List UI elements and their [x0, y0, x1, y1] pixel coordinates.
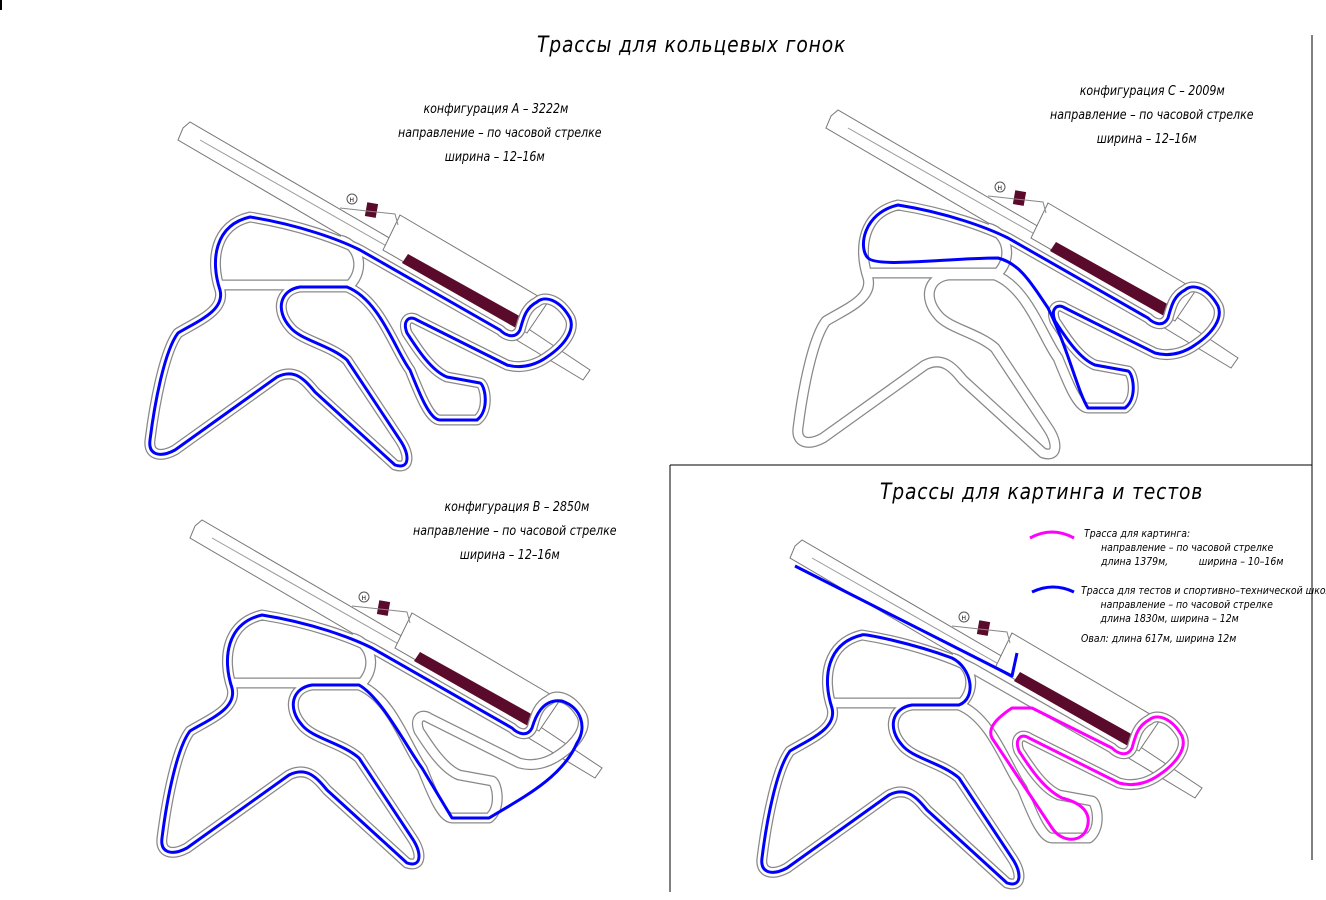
config-a-width: ширина – 12–16м [444, 150, 545, 165]
tests-legend-direction: направление – по часовой стрелке [1100, 598, 1273, 611]
route-tests [760, 564, 1021, 886]
karting-legend-length: длина 1379м, [1101, 555, 1169, 568]
karting-legend-title: Трасса для картинга: [1084, 527, 1191, 540]
config-b-info: конфигурация В – 2850м направление – по … [413, 496, 617, 568]
tests-legend-title: Трасса для тестов и спортивно–техническо… [1081, 584, 1326, 597]
track-config-c [798, 110, 1326, 454]
config-b-direction: направление – по часовой стрелке [413, 524, 617, 539]
track-karting-tests [762, 540, 1326, 884]
config-a-direction: направление – по часовой стрелке [398, 126, 602, 141]
config-c-width: ширина – 12–16м [1096, 132, 1197, 147]
karting-legend-direction: направление – по часовой стрелке [1101, 541, 1274, 554]
route-config-c [861, 203, 1221, 410]
tests-legend-swatch [1031, 585, 1075, 594]
tests-legend-length-width: длина 1830м, ширина – 12м [1100, 612, 1239, 625]
ring-tracks-title: Трассы для кольцевых гонок [537, 33, 847, 58]
route-karting [989, 706, 1185, 841]
track-config-a [150, 122, 800, 466]
karting-tracks-title: Трассы для картинга и тестов [880, 480, 1204, 505]
config-b-name: конфигурация В – 2850м [444, 500, 590, 515]
oval-legend: Овал: длина 617м, ширина 12м [1081, 632, 1237, 645]
config-a-info: конфигурация А – 3222м направление – по … [398, 98, 602, 170]
config-c-direction: направление – по часовой стрелке [1050, 108, 1254, 123]
route-config-b [160, 613, 584, 866]
track-config-b [162, 520, 812, 864]
karting-legend-width: ширина – 10–16м [1198, 555, 1284, 568]
config-c-name: конфигурация С – 2009м [1079, 84, 1225, 99]
karting-legend: Трасса для картинга: направление – по ча… [1084, 527, 1283, 569]
tests-legend: Трасса для тестов и спортивно–техническо… [1081, 584, 1326, 626]
config-a-name: конфигурация А – 3222м [423, 102, 569, 117]
config-b-width: ширина – 12–16м [459, 548, 560, 563]
karting-legend-swatch [1029, 530, 1075, 540]
config-c-info: конфигурация С – 2009м направление – по … [1050, 80, 1254, 152]
